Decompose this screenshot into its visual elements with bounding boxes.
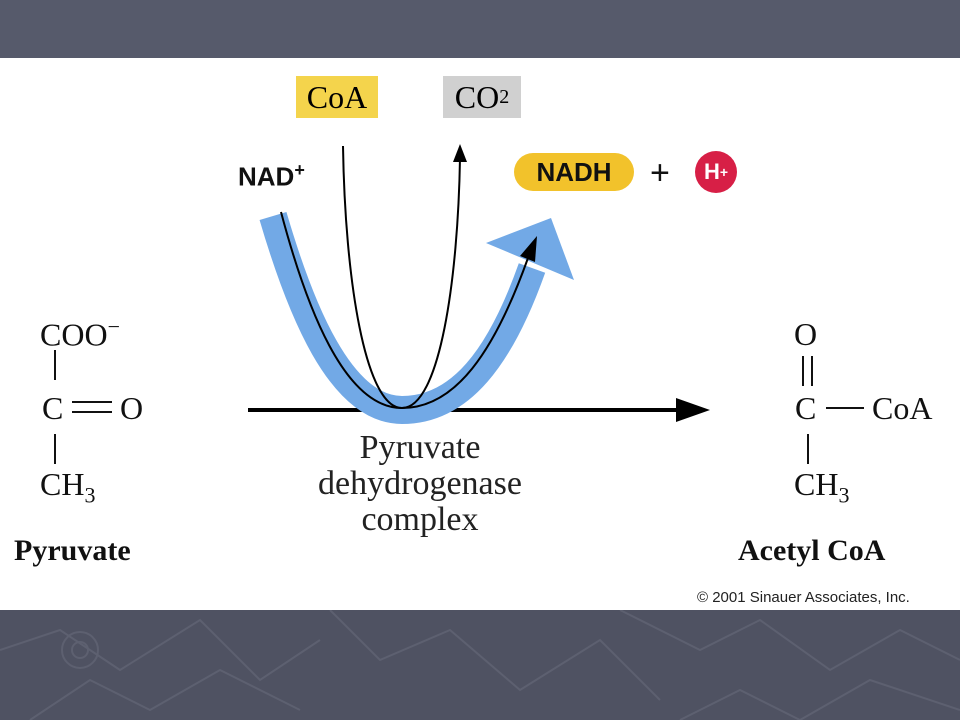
co2-subscript: 2 [499,85,510,108]
top-band [0,0,960,58]
nad-sup: + [294,160,305,180]
co2-label: CO [454,78,500,115]
pyruvate-carbon: C [42,390,64,426]
nad-main: NAD [238,161,295,192]
pyruvate-oxygen: O [120,390,144,426]
pyruvate-ch: CH [40,466,85,502]
acetyl-methyl: CH3 [794,468,849,506]
coa-input-box: CoA [296,76,378,118]
coa-to-co2-curve [342,145,461,410]
enzyme-line-3: complex [361,501,479,538]
nadh-label: NADH [536,156,612,187]
reaction-arrows [54,144,864,464]
main-reaction-arrowhead [676,398,710,422]
copyright-notice: © 2001 Sinauer Associates, Inc. [697,589,910,606]
h-main: H [703,159,720,184]
pyruvate-charge: − [107,314,120,339]
pyruvate-ch-sub: 3 [84,482,96,508]
acetyl-carbon: C [795,390,817,426]
bottom-band [0,610,960,720]
h-sup: + [719,164,729,180]
bottom-band-pattern [0,610,960,720]
pyruvate-name: Pyruvate [14,534,131,567]
nad-plus-label: NAD+ [238,160,305,193]
h-plus-badge: H+ [695,151,737,193]
pyruvate-carboxylate: COO− [40,316,120,351]
nadh-badge: NADH [514,153,634,191]
acetyl-oxygen: O [794,316,818,352]
plus-sign: + [650,154,670,192]
enzyme-label: Pyruvate dehydrogenase complex [270,430,570,538]
enzyme-line-1: Pyruvate [359,429,481,466]
acetyl-coa-group: CoA [872,390,933,426]
nad-to-nadh-arrowhead [520,236,537,262]
blue-u-arrow-band [259,212,546,425]
co2-arrowhead [453,144,467,162]
pyruvate-coo: COO [40,316,108,353]
coa-input-label: CoA [306,78,368,115]
enzyme-line-2: dehydrogenase [318,465,522,502]
acetyl-ch-sub: 3 [838,482,850,508]
acetyl-coa-name: Acetyl CoA [738,534,886,567]
pyruvate-methyl: CH3 [40,468,95,506]
acetyl-ch: CH [794,466,839,502]
